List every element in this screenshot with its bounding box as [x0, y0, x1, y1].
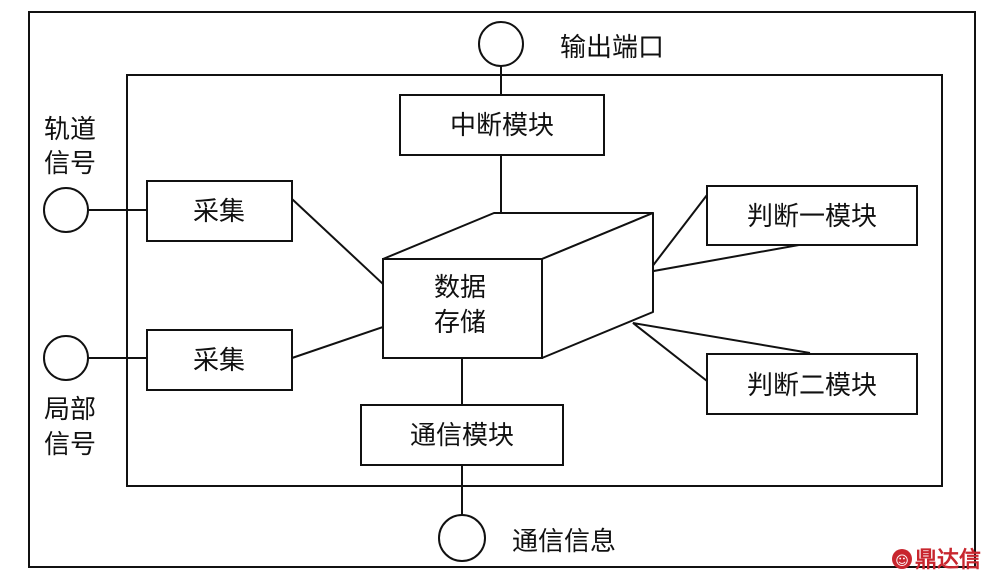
- collect-top-label: 采集: [193, 197, 245, 227]
- watermark-logo-glyph: ☺: [895, 554, 909, 569]
- watermark-text: 鼎达信: [915, 547, 981, 573]
- collect-top-box: [146, 180, 293, 242]
- comm-module-box: [360, 404, 564, 466]
- judge-one-module-box: [706, 185, 918, 246]
- track-signal-port-circle: [43, 187, 89, 233]
- output-port-label: 输出端口: [560, 33, 664, 63]
- judge-one-module-label: 判断一模块: [747, 202, 877, 232]
- track-signal-label-line1: 轨道: [44, 115, 96, 145]
- data-storage-label-line2: 存储: [434, 308, 486, 338]
- comm-info-port-circle: [438, 514, 486, 562]
- interrupt-module-box: [399, 94, 605, 156]
- collect-bottom-box: [146, 329, 293, 391]
- collect-bottom-label: 采集: [193, 346, 245, 376]
- comm-info-label: 通信信息: [512, 527, 616, 557]
- judge-two-module-label: 判断二模块: [747, 371, 877, 401]
- outer-frame: [28, 11, 976, 568]
- judge-two-connector: [632, 322, 811, 382]
- track-signal-label-line2: 信号: [44, 149, 96, 179]
- data-storage-label-line1: 数据: [434, 273, 486, 303]
- local-signal-label-line1: 局部: [44, 395, 96, 425]
- inner-frame: [126, 74, 943, 487]
- collect-bottom-to-storage-connector: [291, 326, 384, 359]
- watermark-logo-icon: [892, 549, 912, 569]
- judge-two-module-box: [706, 353, 918, 415]
- data-storage-cube: [382, 212, 654, 359]
- data-storage-cube-front: [382, 258, 543, 359]
- interrupt-module-label: 中断模块: [450, 111, 554, 141]
- collect-top-to-storage-connector: [291, 198, 384, 285]
- watermark: ☺ 鼎达信: [892, 547, 981, 573]
- local-signal-label-line2: 信号: [44, 430, 96, 460]
- output-port-circle: [478, 21, 524, 67]
- local-signal-port-circle: [43, 335, 89, 381]
- comm-module-label: 通信模块: [410, 421, 514, 451]
